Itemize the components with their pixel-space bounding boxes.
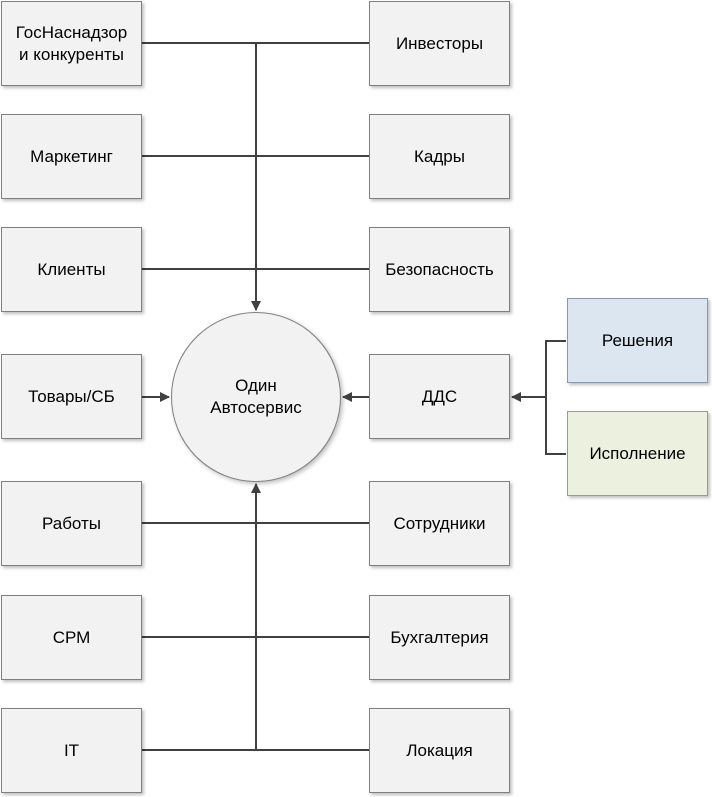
node-dds-label: ДДС <box>421 386 458 406</box>
node-marketing: Маркетинг <box>1 114 142 199</box>
node-dds: ДДС <box>369 354 510 439</box>
node-sotrudniki: Сотрудники <box>369 481 510 566</box>
node-bezopasnost-label: Безопасность <box>385 259 494 279</box>
node-buhgalteria: Бухгалтерия <box>369 595 510 680</box>
node-sotrudniki-label: Сотрудники <box>393 513 486 533</box>
node-marketing-label: Маркетинг <box>30 146 113 166</box>
node-lokacia-label: Локация <box>406 740 473 760</box>
node-kadry-label: Кадры <box>414 146 465 166</box>
node-klienty-label: Клиенты <box>37 259 106 279</box>
node-klienty: Клиенты <box>1 227 142 312</box>
node-reshenia-label: Решения <box>601 330 674 350</box>
node-raboty-label: Работы <box>41 513 102 533</box>
node-bezopasnost: Безопасность <box>369 227 510 312</box>
node-crm: СРМ <box>1 595 142 680</box>
node-investory-label: Инвесторы <box>395 33 484 53</box>
node-raboty: Работы <box>1 481 142 566</box>
node-gosnadzor: ГосНаснадзор и конкуренты <box>1 1 142 86</box>
node-it-label: IT <box>63 740 80 760</box>
node-tovary: Товары/СБ <box>1 354 142 439</box>
node-gosnadzor-label: ГосНаснадзор и конкуренты <box>15 22 128 64</box>
node-kadry: Кадры <box>369 114 510 199</box>
node-crm-label: СРМ <box>52 627 91 647</box>
node-ispolnenie: Исполнение <box>567 411 708 496</box>
hub-label: Один Автосервис <box>210 376 302 417</box>
node-reshenia: Решения <box>567 298 708 383</box>
node-tovary-label: Товары/СБ <box>28 386 115 406</box>
node-investory: Инвесторы <box>369 1 510 86</box>
bracket-reshenia-ispolnenie <box>545 340 566 455</box>
node-ispolnenie-label: Исполнение <box>589 443 686 463</box>
node-it: IT <box>1 708 142 793</box>
node-lokacia: Локация <box>369 708 510 793</box>
hub-circle: Один Автосервис <box>171 312 341 482</box>
node-buhgalteria-label: Бухгалтерия <box>390 627 489 647</box>
